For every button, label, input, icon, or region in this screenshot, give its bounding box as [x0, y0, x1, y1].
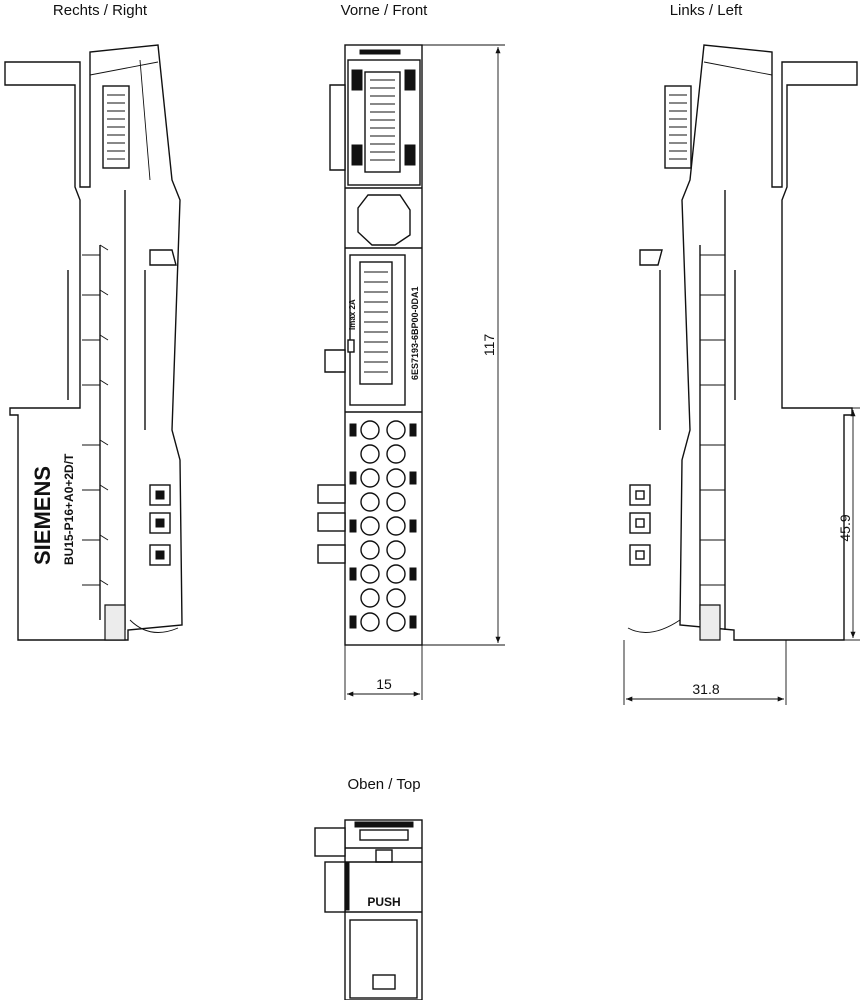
front-view: Imax 2A 6ES7193-6BP00-0DA1	[317, 44, 423, 646]
view-title-left: Links / Left	[670, 2, 743, 19]
dimension-depth: 31.8	[623, 640, 787, 705]
fuse-rating: Imax 2A	[348, 299, 357, 330]
dim-117: 117	[481, 334, 497, 357]
view-title-front: Vorne / Front	[341, 2, 429, 19]
dimension-lower-height: 45.9	[837, 407, 860, 641]
dim-31-8: 31.8	[692, 681, 719, 697]
dim-45-9: 45.9	[837, 514, 853, 541]
order-number: 6ES7193-6BP00-0DA1	[410, 286, 420, 380]
view-title-right: Rechts / Right	[53, 2, 148, 19]
dim-15: 15	[376, 676, 392, 692]
terminal-grid	[349, 420, 417, 632]
dimension-width: 15	[344, 645, 423, 700]
push-label: PUSH	[367, 895, 400, 909]
right-side-view: SIEMENS BU15-P16+A0+2D/T	[4, 44, 183, 641]
left-side-view	[627, 44, 858, 641]
top-view: PUSH	[314, 819, 423, 1000]
dimension-height: 117	[422, 44, 505, 646]
view-title-top: Oben / Top	[347, 776, 420, 793]
base-unit-marking: BU15-P16+A0+2D/T	[62, 453, 76, 565]
brand-marking: SIEMENS	[30, 466, 55, 565]
